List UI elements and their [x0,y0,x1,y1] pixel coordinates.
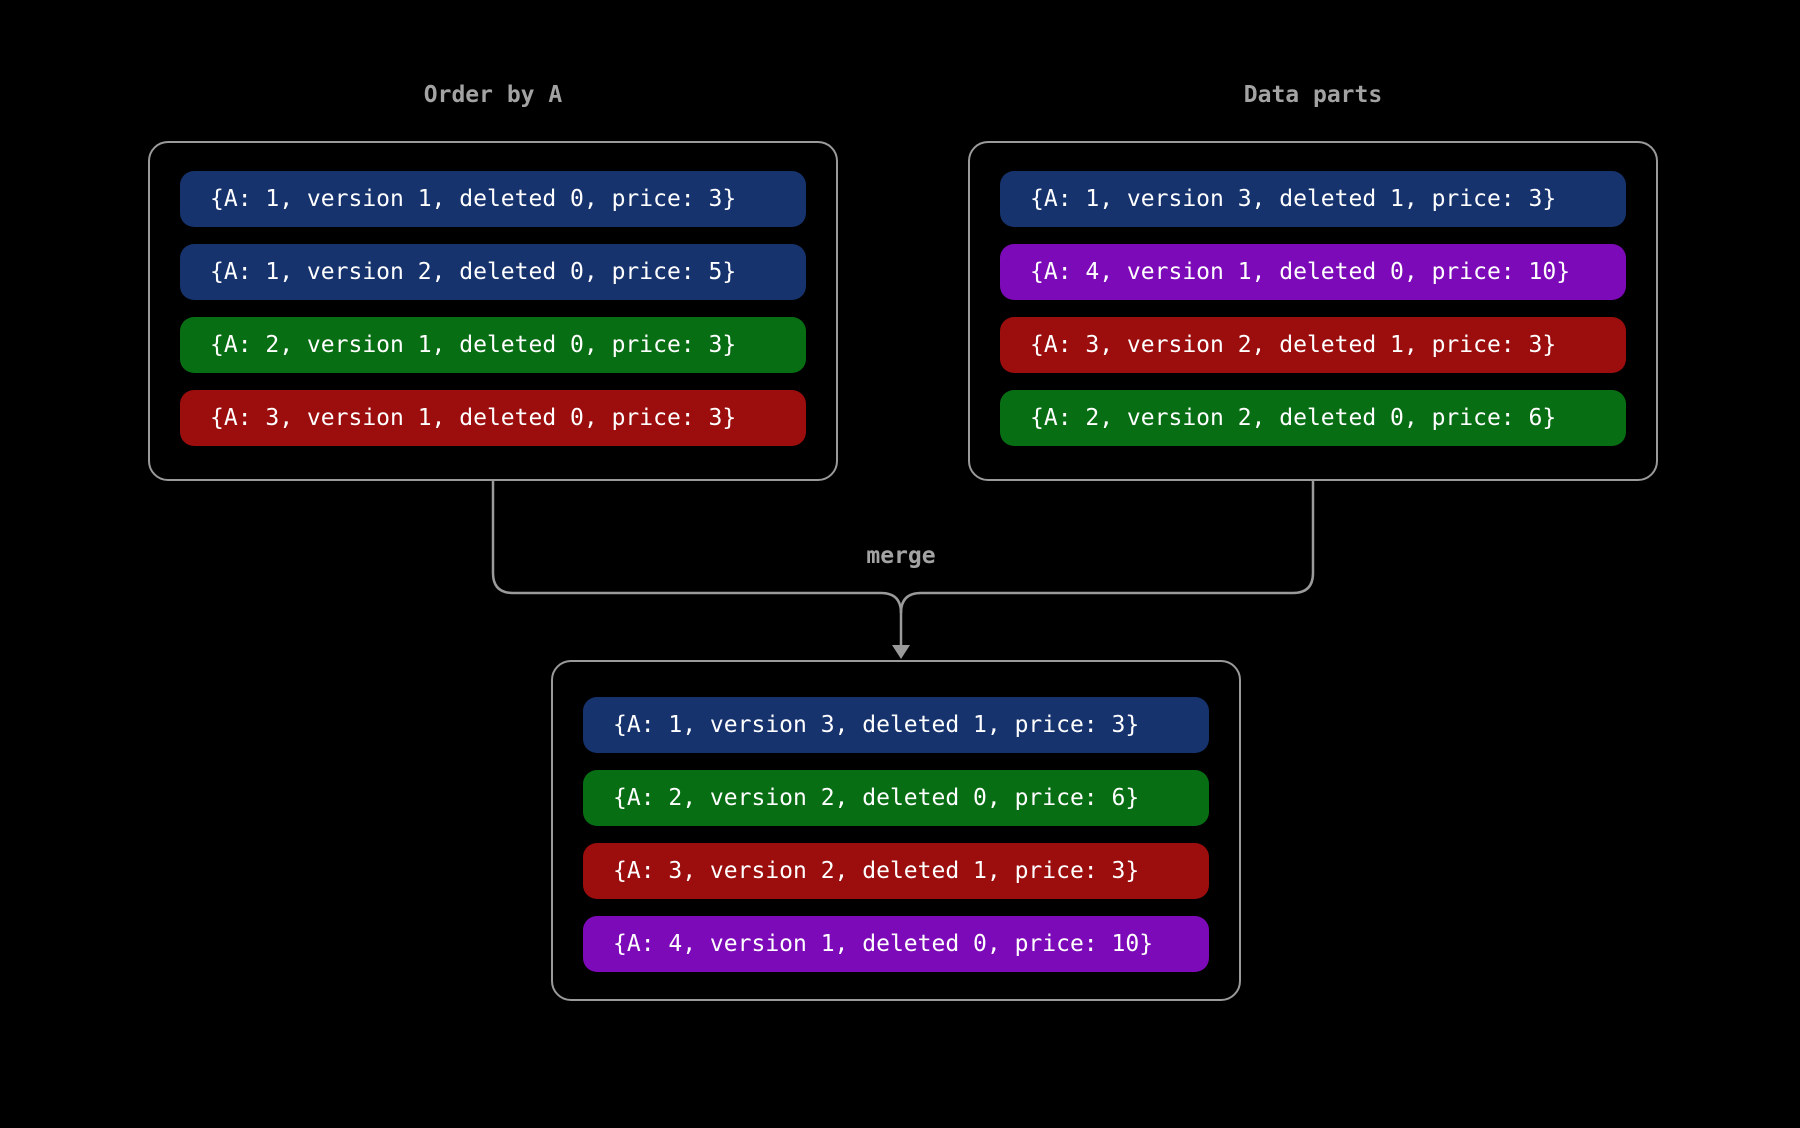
arrowhead-icon [892,645,910,659]
data-row-pill: {A: 1, version 3, deleted 1, price: 3} [1000,171,1626,227]
data-row-pill: {A: 2, version 1, deleted 0, price: 3} [180,317,806,373]
data-row-pill: {A: 3, version 1, deleted 0, price: 3} [180,390,806,446]
box-merged-result: {A: 1, version 3, deleted 1, price: 3} {A… [551,660,1241,1001]
data-row-pill: {A: 2, version 2, deleted 0, price: 6} [583,770,1209,826]
row-list-order-by-a: {A: 1, version 1, deleted 0, price: 3} {A… [180,171,806,446]
row-list-merged-result: {A: 1, version 3, deleted 1, price: 3} {A… [583,697,1209,972]
data-row-pill: {A: 3, version 2, deleted 1, price: 3} [1000,317,1626,373]
box-order-by-a: {A: 1, version 1, deleted 0, price: 3} {A… [148,141,838,481]
box-title-data-parts: Data parts [1243,82,1383,108]
data-row-pill: {A: 4, version 1, deleted 0, price: 10} [583,916,1209,972]
data-row-pill: {A: 4, version 1, deleted 0, price: 10} [1000,244,1626,300]
data-row-pill: {A: 1, version 2, deleted 0, price: 5} [180,244,806,300]
data-row-pill: {A: 1, version 1, deleted 0, price: 3} [180,171,806,227]
data-row-pill: {A: 3, version 2, deleted 1, price: 3} [583,843,1209,899]
data-row-pill: {A: 2, version 2, deleted 0, price: 6} [1000,390,1626,446]
row-list-data-parts: {A: 1, version 3, deleted 1, price: 3} {A… [1000,171,1626,446]
merge-edge-label: merge [866,543,936,569]
data-row-pill: {A: 1, version 3, deleted 1, price: 3} [583,697,1209,753]
box-data-parts: {A: 1, version 3, deleted 1, price: 3} {A… [968,141,1658,481]
box-title-order-by-a: Order by A [423,82,563,108]
